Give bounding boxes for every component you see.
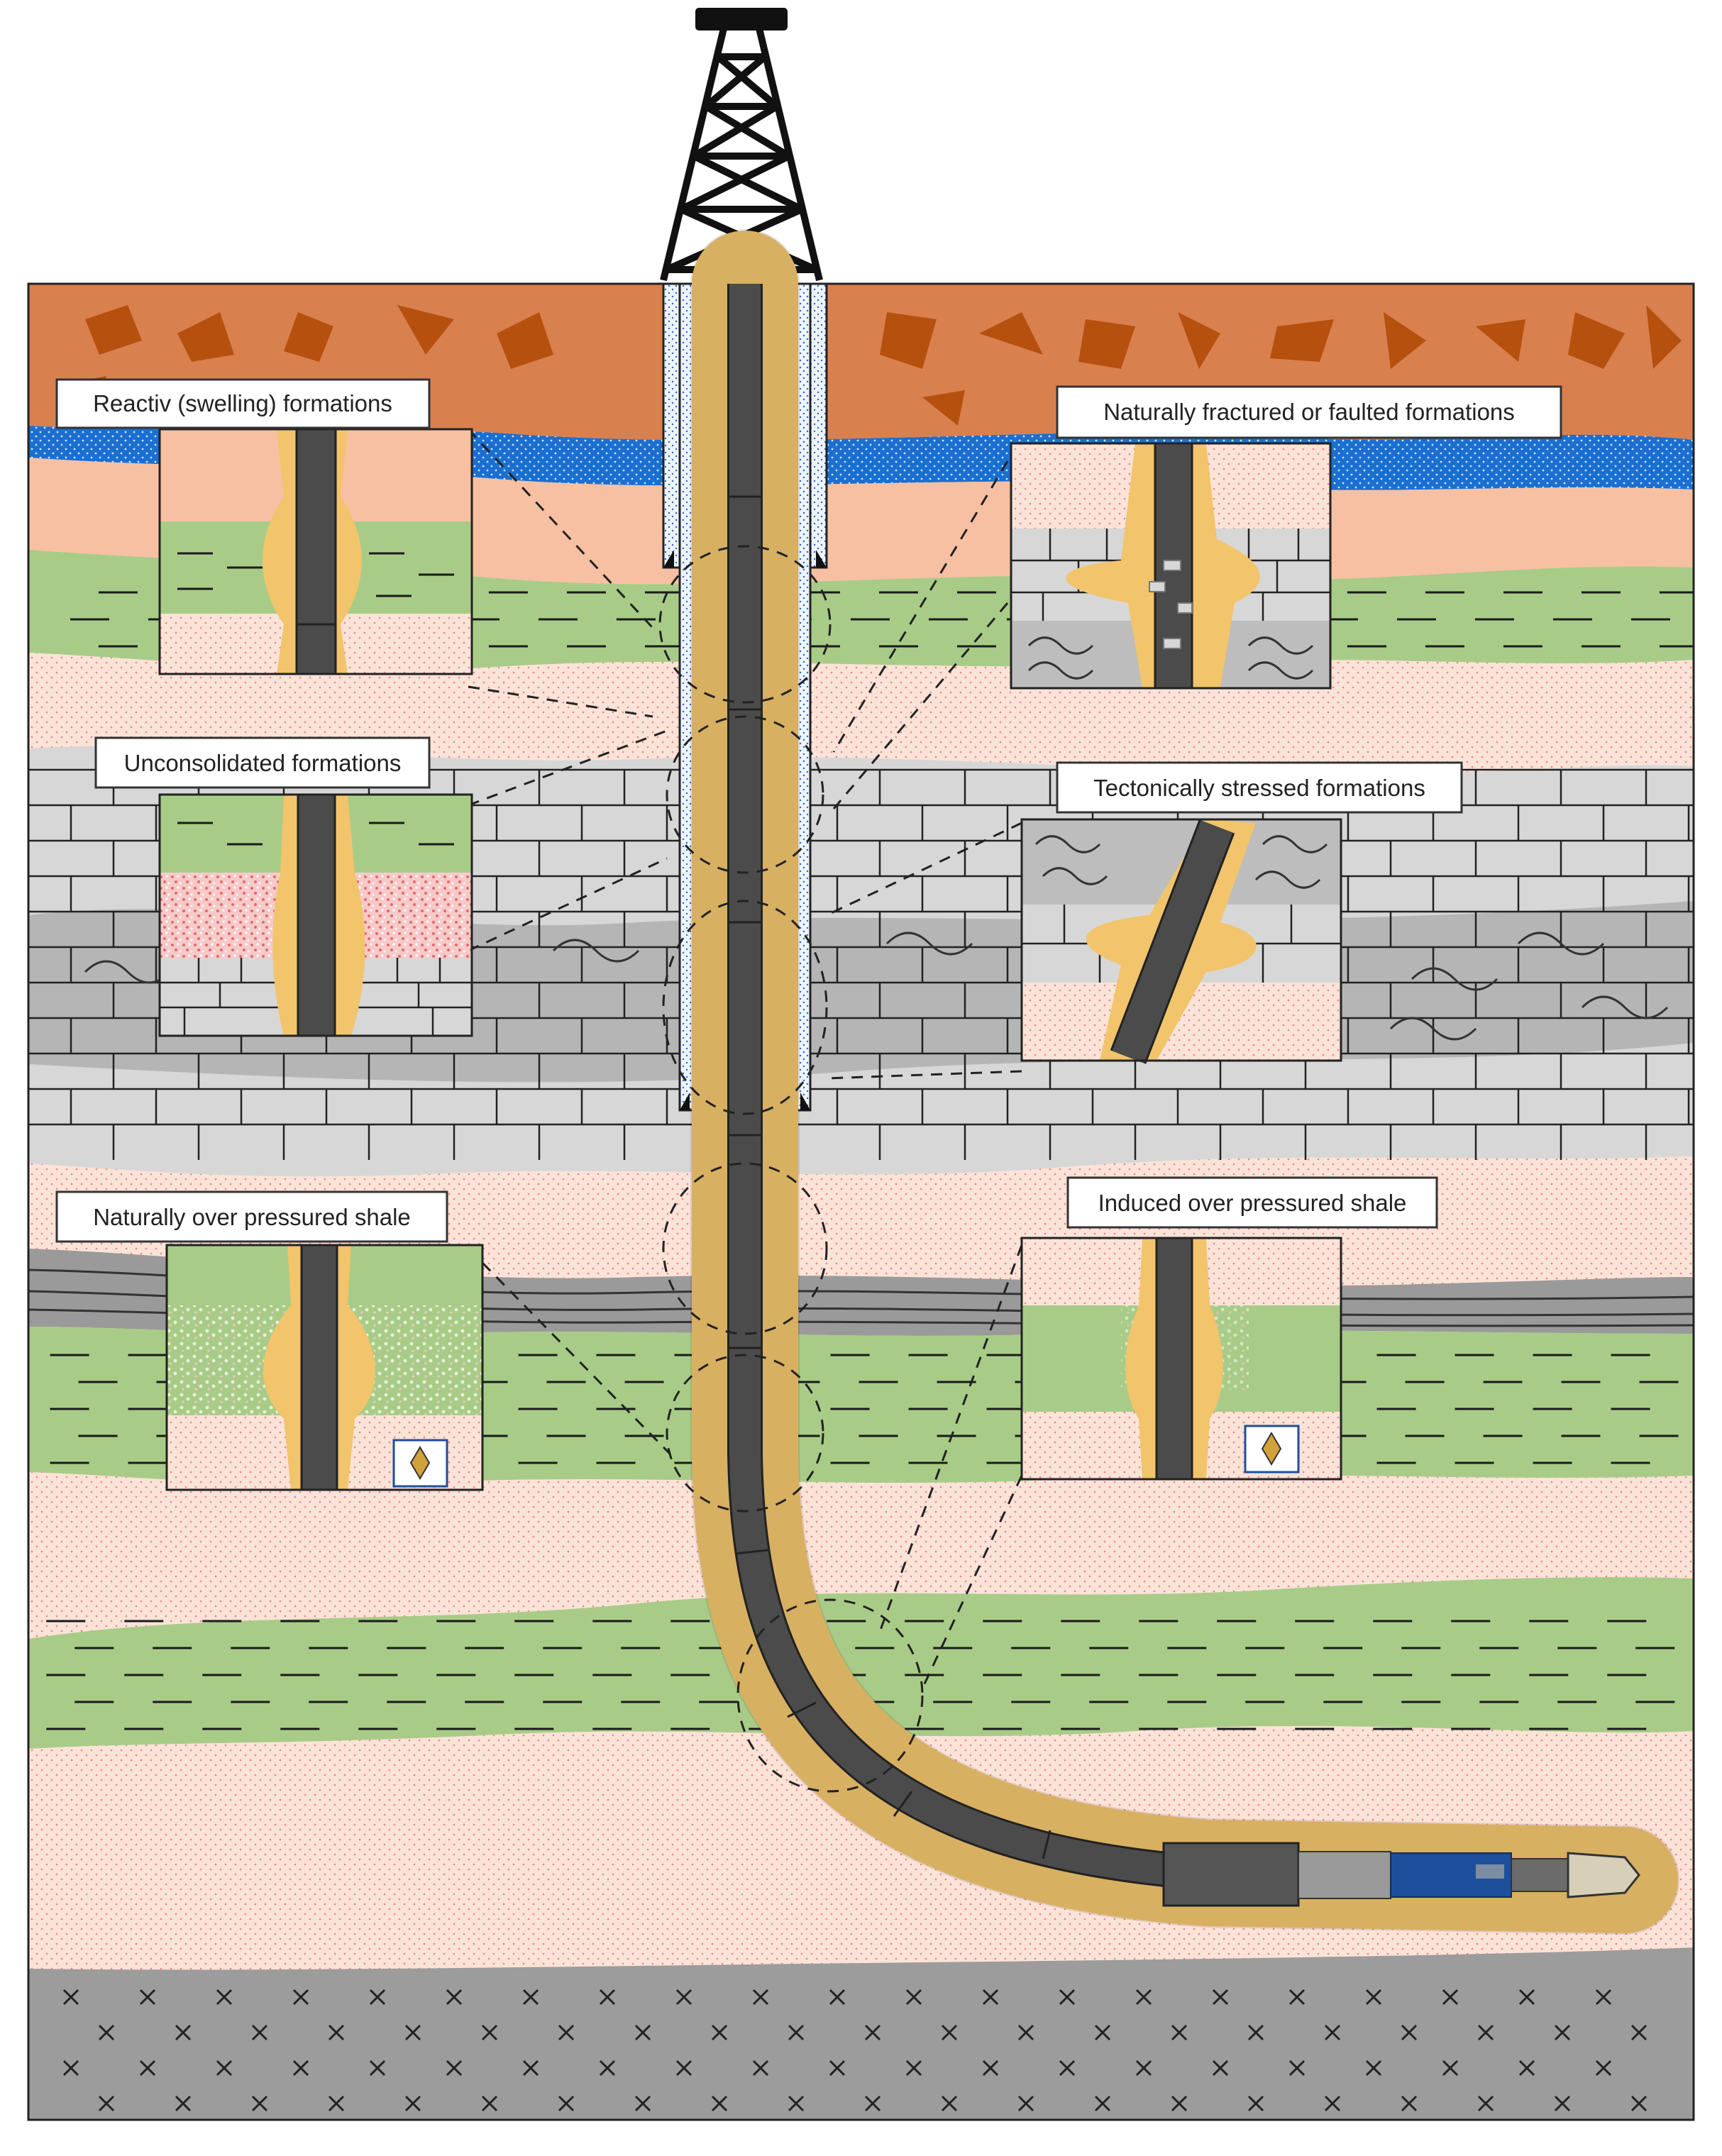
label-tectonic-text: Tectonically stressed formations xyxy=(1093,775,1425,801)
bit-sub xyxy=(1511,1858,1569,1892)
inset-unconsolidated xyxy=(158,793,473,1037)
mwd-tool-window xyxy=(1476,1864,1504,1879)
intermediate-casing-shoe xyxy=(680,1093,690,1110)
label-natural-overpressure-text: Naturally over pressured shale xyxy=(93,1204,411,1230)
inset-induced-overpressure xyxy=(1020,1237,1342,1481)
label-unconsolidated: Unconsolidated formations xyxy=(94,736,431,789)
inset-tectonically-stressed xyxy=(1020,818,1342,1064)
label-induced-overpressure: Induced over pressured shale xyxy=(1066,1176,1438,1229)
stabilizer-section xyxy=(1298,1851,1391,1899)
inset-naturally-fractured xyxy=(1010,442,1332,690)
section-frame xyxy=(27,282,1695,2121)
label-reactive: Reactiv (swelling) formations xyxy=(55,378,431,429)
drill-pipe-fill xyxy=(729,284,1208,1889)
wellbore xyxy=(658,229,1679,1935)
label-fractured-text: Naturally fractured or faulted formation… xyxy=(1103,399,1515,425)
surface-casing-shoe xyxy=(663,550,674,568)
label-fractured: Naturally fractured or faulted formation… xyxy=(1056,385,1562,439)
label-tectonic: Tectonically stressed formations xyxy=(1056,761,1463,814)
label-reactive-text: Reactiv (swelling) formations xyxy=(93,390,392,416)
basement-layer xyxy=(28,1947,1694,2120)
bottom-hole-assembly xyxy=(1162,1842,1640,1907)
drill-collar xyxy=(1162,1842,1300,1907)
focus-circles xyxy=(658,545,924,1793)
label-unconsolidated-text: Unconsolidated formations xyxy=(124,750,402,776)
drill-bit xyxy=(1567,1852,1640,1898)
basement-cross-marks xyxy=(62,1989,1648,2112)
label-natural-overpressure: Naturally over pressured shale xyxy=(55,1190,448,1243)
inset-natural-overpressure xyxy=(165,1244,484,1491)
label-induced-overpressure-text: Induced over pressured shale xyxy=(1098,1190,1407,1216)
surface-casing-shoe-right xyxy=(816,550,827,568)
inset-reactive-swelling xyxy=(158,428,473,675)
intermediate-casing-shoe-right xyxy=(800,1093,810,1110)
leader-lines xyxy=(467,428,1023,1689)
pipe-joints xyxy=(729,495,1052,1859)
topsoil-rocks xyxy=(71,305,1682,426)
